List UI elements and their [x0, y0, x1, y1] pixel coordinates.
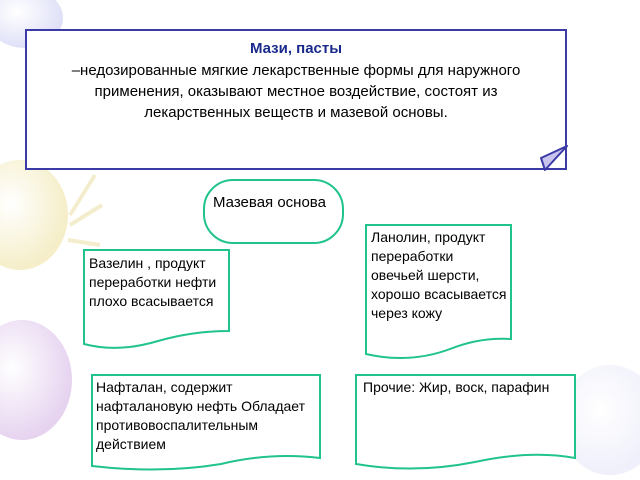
document-node-naftalan-label: Нафталан, содержит нафталановую нефть Об…	[96, 379, 306, 452]
title-box: Мази, пасты –недозированные мягкие лекар…	[25, 29, 567, 170]
document-node-other: Прочие: Жир, воск, парафин	[355, 374, 577, 472]
document-shape	[355, 374, 576, 470]
title-text: Мази, пасты –недозированные мягкие лекар…	[27, 38, 565, 123]
document-shape	[83, 249, 230, 349]
document-node-other-label: Прочие: Жир, воск, парафин	[363, 379, 550, 395]
document-node-vaseline: Вазелин , продукт переработки нефти плох…	[83, 249, 233, 354]
document-node-naftalan: Нафталан, содержит нафталановую нефть Об…	[91, 374, 322, 472]
title-heading: Мази, пасты	[249, 40, 343, 57]
document-shape	[365, 224, 512, 359]
document-node-lanolin: Ланолин, продукт переработки овечьей шер…	[365, 224, 513, 364]
document-node-vaseline-label: Вазелин , продукт переработки нефти плох…	[89, 255, 217, 309]
base-node-label: Мазевая основа	[213, 194, 326, 211]
base-node: Мазевая основа	[203, 179, 344, 244]
title-description: –недозированные мягкие лекарственные фор…	[71, 62, 521, 121]
folded-corner-icon	[540, 145, 568, 171]
document-shape	[91, 374, 321, 471]
document-node-lanolin-label: Ланолин, продукт переработки овечьей шер…	[371, 229, 507, 321]
